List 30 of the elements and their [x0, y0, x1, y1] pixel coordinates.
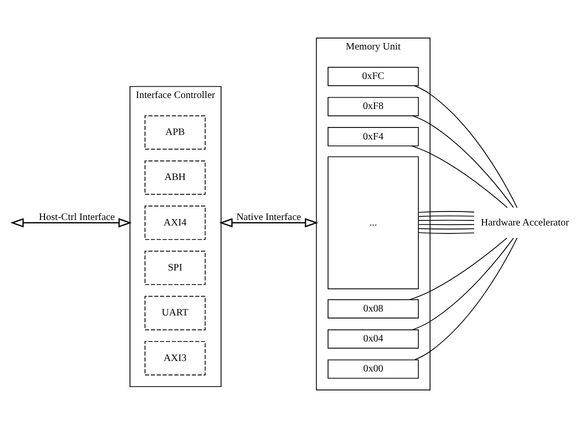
connector: [414, 85, 518, 208]
connector: [418, 232, 475, 234]
node-box: UART: [144, 296, 206, 330]
edge-label: Host-Ctrl Interface: [38, 212, 115, 223]
node-box: AXI4: [144, 206, 206, 240]
connector: [414, 238, 518, 360]
connector: [418, 220, 475, 221]
node-box: 0xF8: [328, 96, 419, 116]
connector: [418, 228, 475, 230]
connector: [411, 145, 508, 208]
arrow: [10, 218, 132, 228]
node-box: 0x04: [328, 329, 419, 349]
connector: [418, 215, 475, 217]
node-box: 0xFC: [328, 66, 419, 86]
node-box: AXI3: [144, 341, 206, 376]
connector: [418, 224, 475, 226]
node-text: Hardware Accelerator: [480, 217, 570, 228]
node-box: ...: [328, 156, 419, 290]
connector: [412, 238, 514, 330]
node-box: 0x08: [328, 299, 419, 318]
node-box: 0xF4: [328, 127, 419, 146]
node-box: ABH: [144, 160, 206, 195]
edge-label: Native Interface: [236, 212, 302, 223]
connector: [409, 238, 508, 300]
node-box: SPI: [144, 250, 206, 286]
connector: [412, 115, 514, 208]
connector: [418, 211, 475, 213]
node-box: APB: [144, 115, 206, 150]
arrow: [219, 218, 318, 228]
node-box: 0x00: [328, 359, 419, 379]
